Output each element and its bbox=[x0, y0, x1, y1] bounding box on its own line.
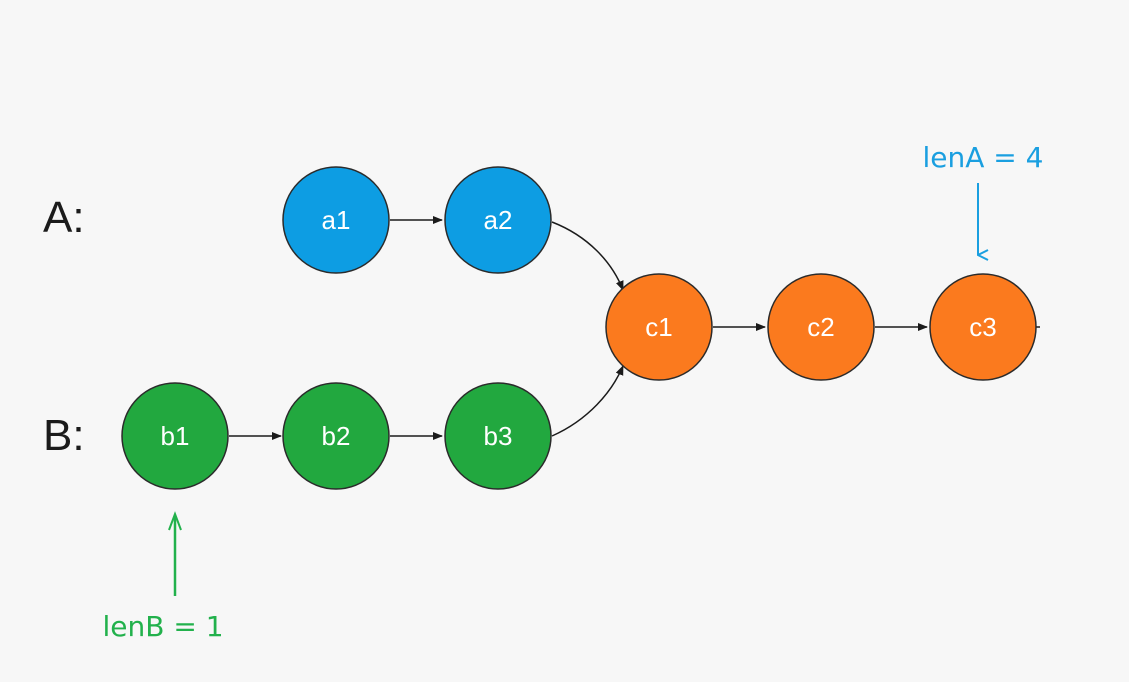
row-label-b: B: bbox=[43, 411, 85, 460]
node-c2: c2 bbox=[767, 273, 875, 381]
node-c3: c3 bbox=[929, 273, 1037, 381]
node-a1-label: a1 bbox=[322, 205, 351, 235]
len-a-annotation: lenA = 4 bbox=[923, 141, 1044, 174]
node-b1: b1 bbox=[121, 382, 229, 490]
node-b3: b3 bbox=[444, 382, 552, 490]
node-c1: c1 bbox=[605, 273, 713, 381]
len-b-annotation: lenB = 1 bbox=[102, 610, 223, 643]
node-b1-label: b1 bbox=[161, 421, 190, 451]
node-a2: a2 bbox=[444, 166, 552, 274]
row-label-a: A: bbox=[43, 193, 85, 242]
node-b2: b2 bbox=[282, 382, 390, 490]
node-b2-label: b2 bbox=[322, 421, 351, 451]
edge-b3-c1 bbox=[551, 365, 624, 437]
node-c2-label: c2 bbox=[807, 312, 834, 342]
node-c1-label: c1 bbox=[645, 312, 672, 342]
node-a2-label: a2 bbox=[484, 205, 513, 235]
len-b-arrow-head bbox=[168, 511, 182, 531]
edge-a2-c1 bbox=[551, 221, 624, 291]
node-c3-label: c3 bbox=[969, 312, 996, 342]
node-b3-label: b3 bbox=[484, 421, 513, 451]
node-a1: a1 bbox=[282, 166, 390, 274]
